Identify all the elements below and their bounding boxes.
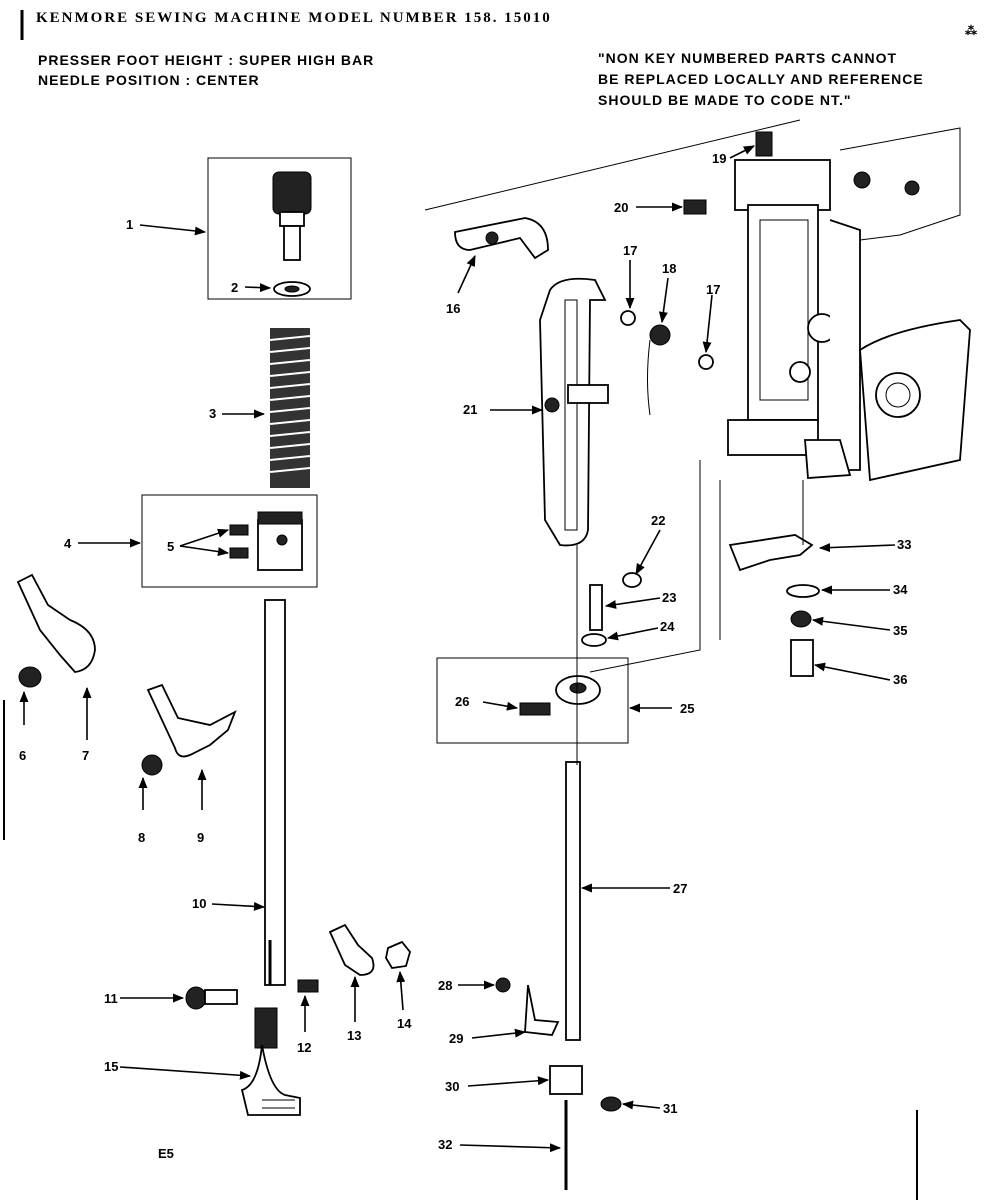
part-number-labels: 1 2 3 4 5 6 7 8 9 10 11 12 13 14 15 16 1… [19, 151, 911, 1161]
washer-34 [786, 584, 820, 598]
part-4-box [141, 494, 318, 588]
part-25-box [436, 657, 629, 744]
part-label-4: 4 [64, 536, 72, 551]
machine-head-casting [424, 119, 971, 482]
clip-17b [698, 354, 714, 370]
corner-mark: ⁂ [965, 24, 978, 38]
part-label-17b: 17 [706, 282, 720, 297]
part-label-2: 2 [231, 280, 238, 295]
part-label-3: 3 [209, 406, 216, 421]
part-label-32: 32 [438, 1137, 452, 1152]
part-label-9: 9 [197, 830, 204, 845]
presser-foot [240, 1007, 301, 1116]
presser-foot-screw [185, 986, 238, 1010]
callout-arrows [19, 145, 896, 1153]
part-label-36: 36 [893, 672, 907, 687]
part-label-31: 31 [663, 1101, 677, 1116]
needle-clamp [549, 1065, 583, 1095]
part-label-6: 6 [19, 748, 26, 763]
part-label-29: 29 [449, 1031, 463, 1046]
lever-9 [146, 683, 237, 758]
parts-note-line-3: SHOULD BE MADE TO CODE NT." [598, 92, 852, 108]
lever-7 [16, 573, 96, 673]
screw-19 [755, 131, 773, 157]
part-label-24: 24 [660, 619, 675, 634]
part-label-1: 1 [126, 217, 133, 232]
part-label-26: 26 [455, 694, 469, 709]
page-code: E5 [158, 1146, 174, 1161]
part-label-23: 23 [662, 590, 676, 605]
presser-foot-height: PRESSER FOOT HEIGHT : SUPER HIGH BAR [38, 52, 375, 68]
needle-position: NEEDLE POSITION : CENTER [38, 72, 260, 88]
thread-guide-29 [524, 984, 560, 1036]
part-1-box [207, 157, 352, 300]
washer-35 [790, 610, 812, 628]
part-label-20: 20 [614, 200, 628, 215]
part-label-35: 35 [893, 623, 907, 638]
part-label-15: 15 [104, 1059, 118, 1074]
part-label-19: 19 [712, 151, 726, 166]
diagram-title: KENMORE SEWING MACHINE MODEL NUMBER 158.… [36, 10, 552, 26]
nut-14 [385, 940, 411, 969]
clip-17a [620, 310, 636, 326]
presser-bar-guide-bracket [229, 511, 303, 571]
part-label-18: 18 [662, 261, 676, 276]
clip-22 [622, 572, 642, 588]
part-label-13: 13 [347, 1028, 361, 1043]
lever-13 [328, 923, 375, 976]
parts-note-line-1: "NON KEY NUMBERED PARTS CANNOT [598, 50, 898, 66]
part-12 [297, 979, 319, 993]
part-label-8: 8 [138, 830, 145, 845]
part-label-17a: 17 [623, 243, 637, 258]
parts-note-line-2: BE REPLACED LOCALLY AND REFERENCE [598, 71, 924, 87]
part-label-22: 22 [651, 513, 665, 528]
presser-bar-screw [272, 171, 312, 261]
screw-31 [600, 1096, 622, 1112]
needle-bar-connecting-stud [519, 675, 601, 716]
part-label-7: 7 [82, 748, 89, 763]
part-label-11: 11 [104, 991, 118, 1006]
part-label-27: 27 [673, 881, 687, 896]
link-16 [454, 217, 549, 260]
part-label-16: 16 [446, 301, 460, 316]
part-label-34: 34 [893, 582, 908, 597]
screw-36 [790, 639, 814, 677]
part-label-25: 25 [680, 701, 694, 716]
screw-28 [495, 977, 511, 993]
part-label-30: 30 [445, 1079, 459, 1094]
needle-bar [565, 761, 581, 1041]
part-label-28: 28 [438, 978, 452, 993]
part-label-5: 5 [167, 539, 174, 554]
needle-bar-frame [539, 277, 609, 547]
screw-6 [18, 666, 42, 688]
screw-8 [141, 754, 163, 776]
screw-20 [683, 199, 707, 215]
washer-24 [581, 633, 607, 647]
lifter-33 [728, 534, 814, 572]
part-label-12: 12 [297, 1040, 311, 1055]
presser-bar [264, 599, 286, 986]
spring-18 [647, 324, 671, 416]
presser-spring [269, 328, 311, 488]
part-label-10: 10 [192, 896, 206, 911]
part-label-14: 14 [397, 1016, 412, 1031]
pin-23 [589, 584, 603, 631]
part-label-33: 33 [897, 537, 911, 552]
part-label-21: 21 [463, 402, 477, 417]
